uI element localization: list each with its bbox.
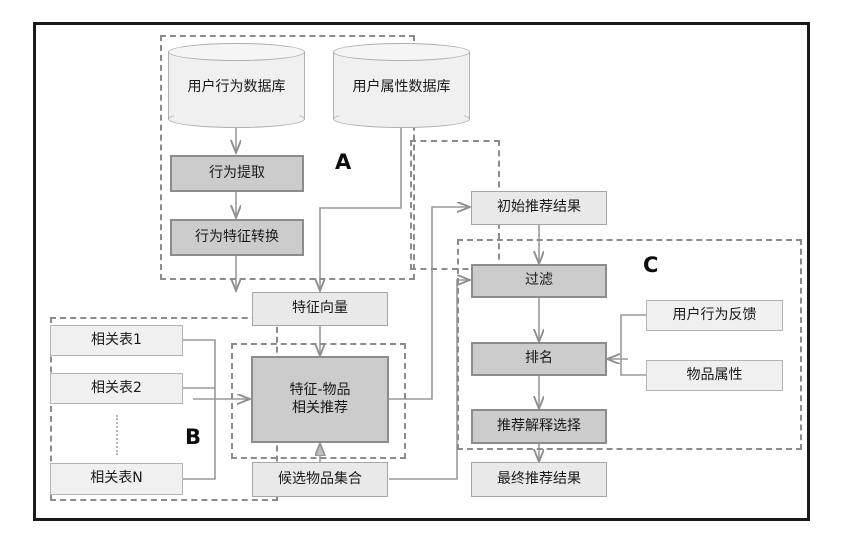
node-relation-table-n: 相关表N: [50, 463, 183, 495]
node-behavior-feature-transform: 行为特征转换: [170, 219, 304, 256]
node-label-line2: 相关推荐: [292, 399, 348, 416]
group-label-c: C: [643, 253, 659, 277]
node-relation-table-2: 相关表2: [50, 373, 183, 404]
node-filter: 过滤: [471, 264, 607, 298]
cylinder-top: [333, 43, 470, 61]
node-user-behavior-feedback: 用户行为反馈: [646, 300, 783, 331]
wire-reln-bus: [183, 399, 216, 480]
group-box-center: [231, 343, 406, 459]
node-feature-item-recommend: 特征-物品 相关推荐: [251, 356, 389, 443]
ellipsis-dots: [116, 415, 118, 455]
node-initial-recommend-result: 初始推荐结果: [471, 191, 607, 225]
cylinder-body: [333, 52, 470, 119]
node-recommend-explanation-select: 推荐解释选择: [471, 409, 607, 444]
cylinder-body: [168, 52, 305, 119]
wire-attrdb-to-vector: [320, 128, 402, 290]
cylinder-bottom: [168, 110, 305, 128]
wire-recommend-to-initial: [389, 207, 469, 400]
node-behavior-extraction: 行为提取: [170, 155, 304, 192]
group-label-a: A: [335, 150, 352, 174]
node-candidate-item-set: 候选物品集合: [252, 462, 388, 497]
node-final-recommend-result: 最终推荐结果: [471, 462, 607, 497]
wire-rel1-bus: [183, 339, 216, 399]
wire-itemattr-bus: [620, 359, 646, 376]
cylinder-top: [168, 43, 305, 61]
group-box-a: [160, 35, 415, 280]
group-box-c: [457, 239, 802, 450]
node-user-attribute-db: 用户属性数据库: [333, 43, 470, 128]
group-label-b: B: [185, 425, 202, 449]
node-label-line1: 特征-物品: [289, 382, 351, 398]
node-label: 用户行为数据库: [187, 78, 286, 95]
node-user-behavior-db: 用户行为数据库: [168, 43, 305, 128]
node-relation-table-1: 相关表1: [50, 325, 183, 356]
node-label: 用户属性数据库: [352, 78, 451, 95]
wire-feedback-bus: [620, 314, 646, 359]
node-item-attribute: 物品属性: [646, 360, 783, 391]
node-ranking: 排名: [471, 342, 607, 376]
cylinder-bottom: [333, 110, 470, 128]
node-feature-vector: 特征向量: [252, 292, 388, 326]
